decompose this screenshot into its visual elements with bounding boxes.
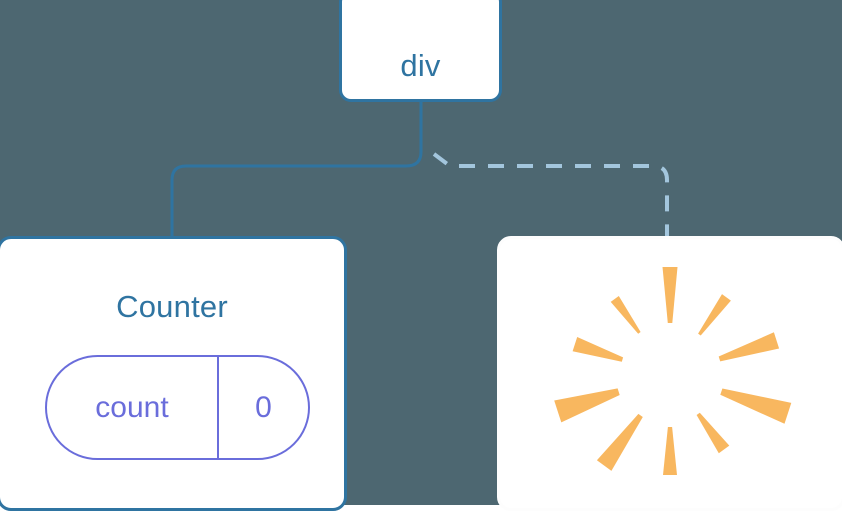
burst-ray-6 (663, 427, 677, 475)
state-pill-value: 0 (255, 390, 272, 424)
burst-ray-5 (696, 412, 730, 454)
node-counter[interactable]: Counter count 0 (0, 236, 347, 511)
burst-ray-7 (596, 413, 643, 471)
burst-ray-3 (718, 332, 780, 362)
node-counter-label: Counter (116, 289, 228, 324)
burst-ray-group (554, 267, 792, 475)
burst-ray-4 (720, 388, 792, 424)
burst-ray-8 (554, 388, 620, 423)
node-div[interactable]: div (339, 0, 502, 102)
edge-root-to-counter (170, 99, 423, 240)
burst-ray-1 (662, 267, 678, 323)
render-burst-icon (554, 267, 792, 475)
state-pill-count[interactable]: count 0 (45, 355, 310, 460)
node-burst[interactable] (497, 236, 842, 511)
burst-ray-9 (572, 337, 624, 362)
burst-ray-2 (698, 294, 731, 336)
edge-root-to-burst (432, 152, 669, 238)
state-pill-key: count (47, 357, 219, 458)
burst-ray-10 (610, 296, 641, 334)
node-div-label: div (400, 48, 441, 83)
